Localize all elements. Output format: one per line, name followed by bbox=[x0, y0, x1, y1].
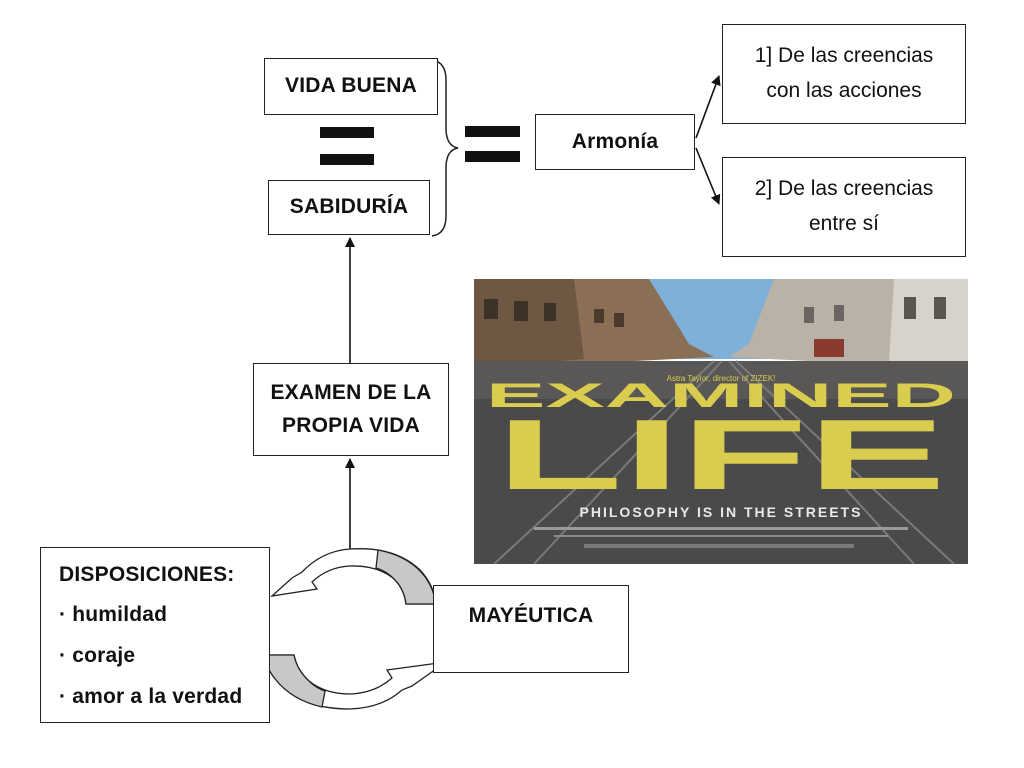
examen-line-2: PROPIA VIDA bbox=[282, 413, 420, 437]
equals-sign-vertical-top bbox=[320, 127, 374, 138]
cycle-arrows-icon bbox=[263, 548, 447, 710]
poster-tagline: PHILOSOPHY IS IN THE STREETS bbox=[580, 504, 863, 520]
disposiciones-title: DISPOSICIONES: bbox=[59, 563, 235, 586]
sabiduria-label: SABIDURÍA bbox=[289, 195, 409, 219]
sabiduria-box: SABIDURÍA bbox=[268, 180, 430, 235]
disposicion-humildad: · humildad bbox=[59, 603, 168, 626]
creencias-entre-si-line-2: entre sí bbox=[808, 212, 880, 235]
equals-sign-main-bottom bbox=[465, 151, 520, 162]
poster-credits-strip bbox=[534, 527, 908, 530]
creencias-acciones-line-1: 1] De las creencias bbox=[754, 44, 934, 68]
creencias-entre-si-box: 2] De las creencias entre sí bbox=[722, 157, 966, 257]
poster-title-line1: EXAMINED bbox=[486, 377, 956, 415]
disposiciones-box: DISPOSICIONES: · humildad · coraje · amo… bbox=[40, 547, 270, 723]
examen-line-1: EXAMEN DE LA bbox=[270, 380, 432, 404]
mayeutica-box: MAYÉUTICA bbox=[433, 585, 629, 673]
arrow-to-creencias-entre-si bbox=[695, 147, 721, 205]
disposicion-coraje: · coraje bbox=[59, 644, 136, 667]
armonia-label: Armonía bbox=[571, 129, 659, 153]
equals-sign-main-top bbox=[465, 126, 520, 137]
armonia-box: Armonía bbox=[535, 114, 695, 170]
examined-life-poster-image: Astra Taylor, director of ZIZEK! EXAMINE… bbox=[474, 279, 968, 564]
creencias-entre-si-line-1: 2] De las creencias bbox=[754, 177, 934, 201]
creencias-acciones-box: 1] De las creencias con las acciones bbox=[722, 24, 966, 124]
mayeutica-label: MAYÉUTICA bbox=[468, 604, 594, 627]
poster-road bbox=[474, 361, 968, 564]
equals-sign-vertical-bottom bbox=[320, 154, 374, 165]
vida-buena-box: VIDA BUENA bbox=[264, 58, 438, 115]
disposicion-amor-verdad: · amor a la verdad bbox=[59, 685, 243, 708]
creencias-acciones-line-2: con las acciones bbox=[766, 79, 922, 102]
poster-title-line2: LIFE bbox=[496, 399, 946, 511]
vida-buena-label: VIDA BUENA bbox=[285, 74, 417, 98]
examen-box: EXAMEN DE LA PROPIA VIDA bbox=[253, 363, 449, 456]
poster-small-text: Astra Taylor, director of ZIZEK! bbox=[667, 374, 776, 383]
arrow-to-creencias-acciones bbox=[695, 75, 721, 139]
curly-brace bbox=[431, 59, 459, 237]
